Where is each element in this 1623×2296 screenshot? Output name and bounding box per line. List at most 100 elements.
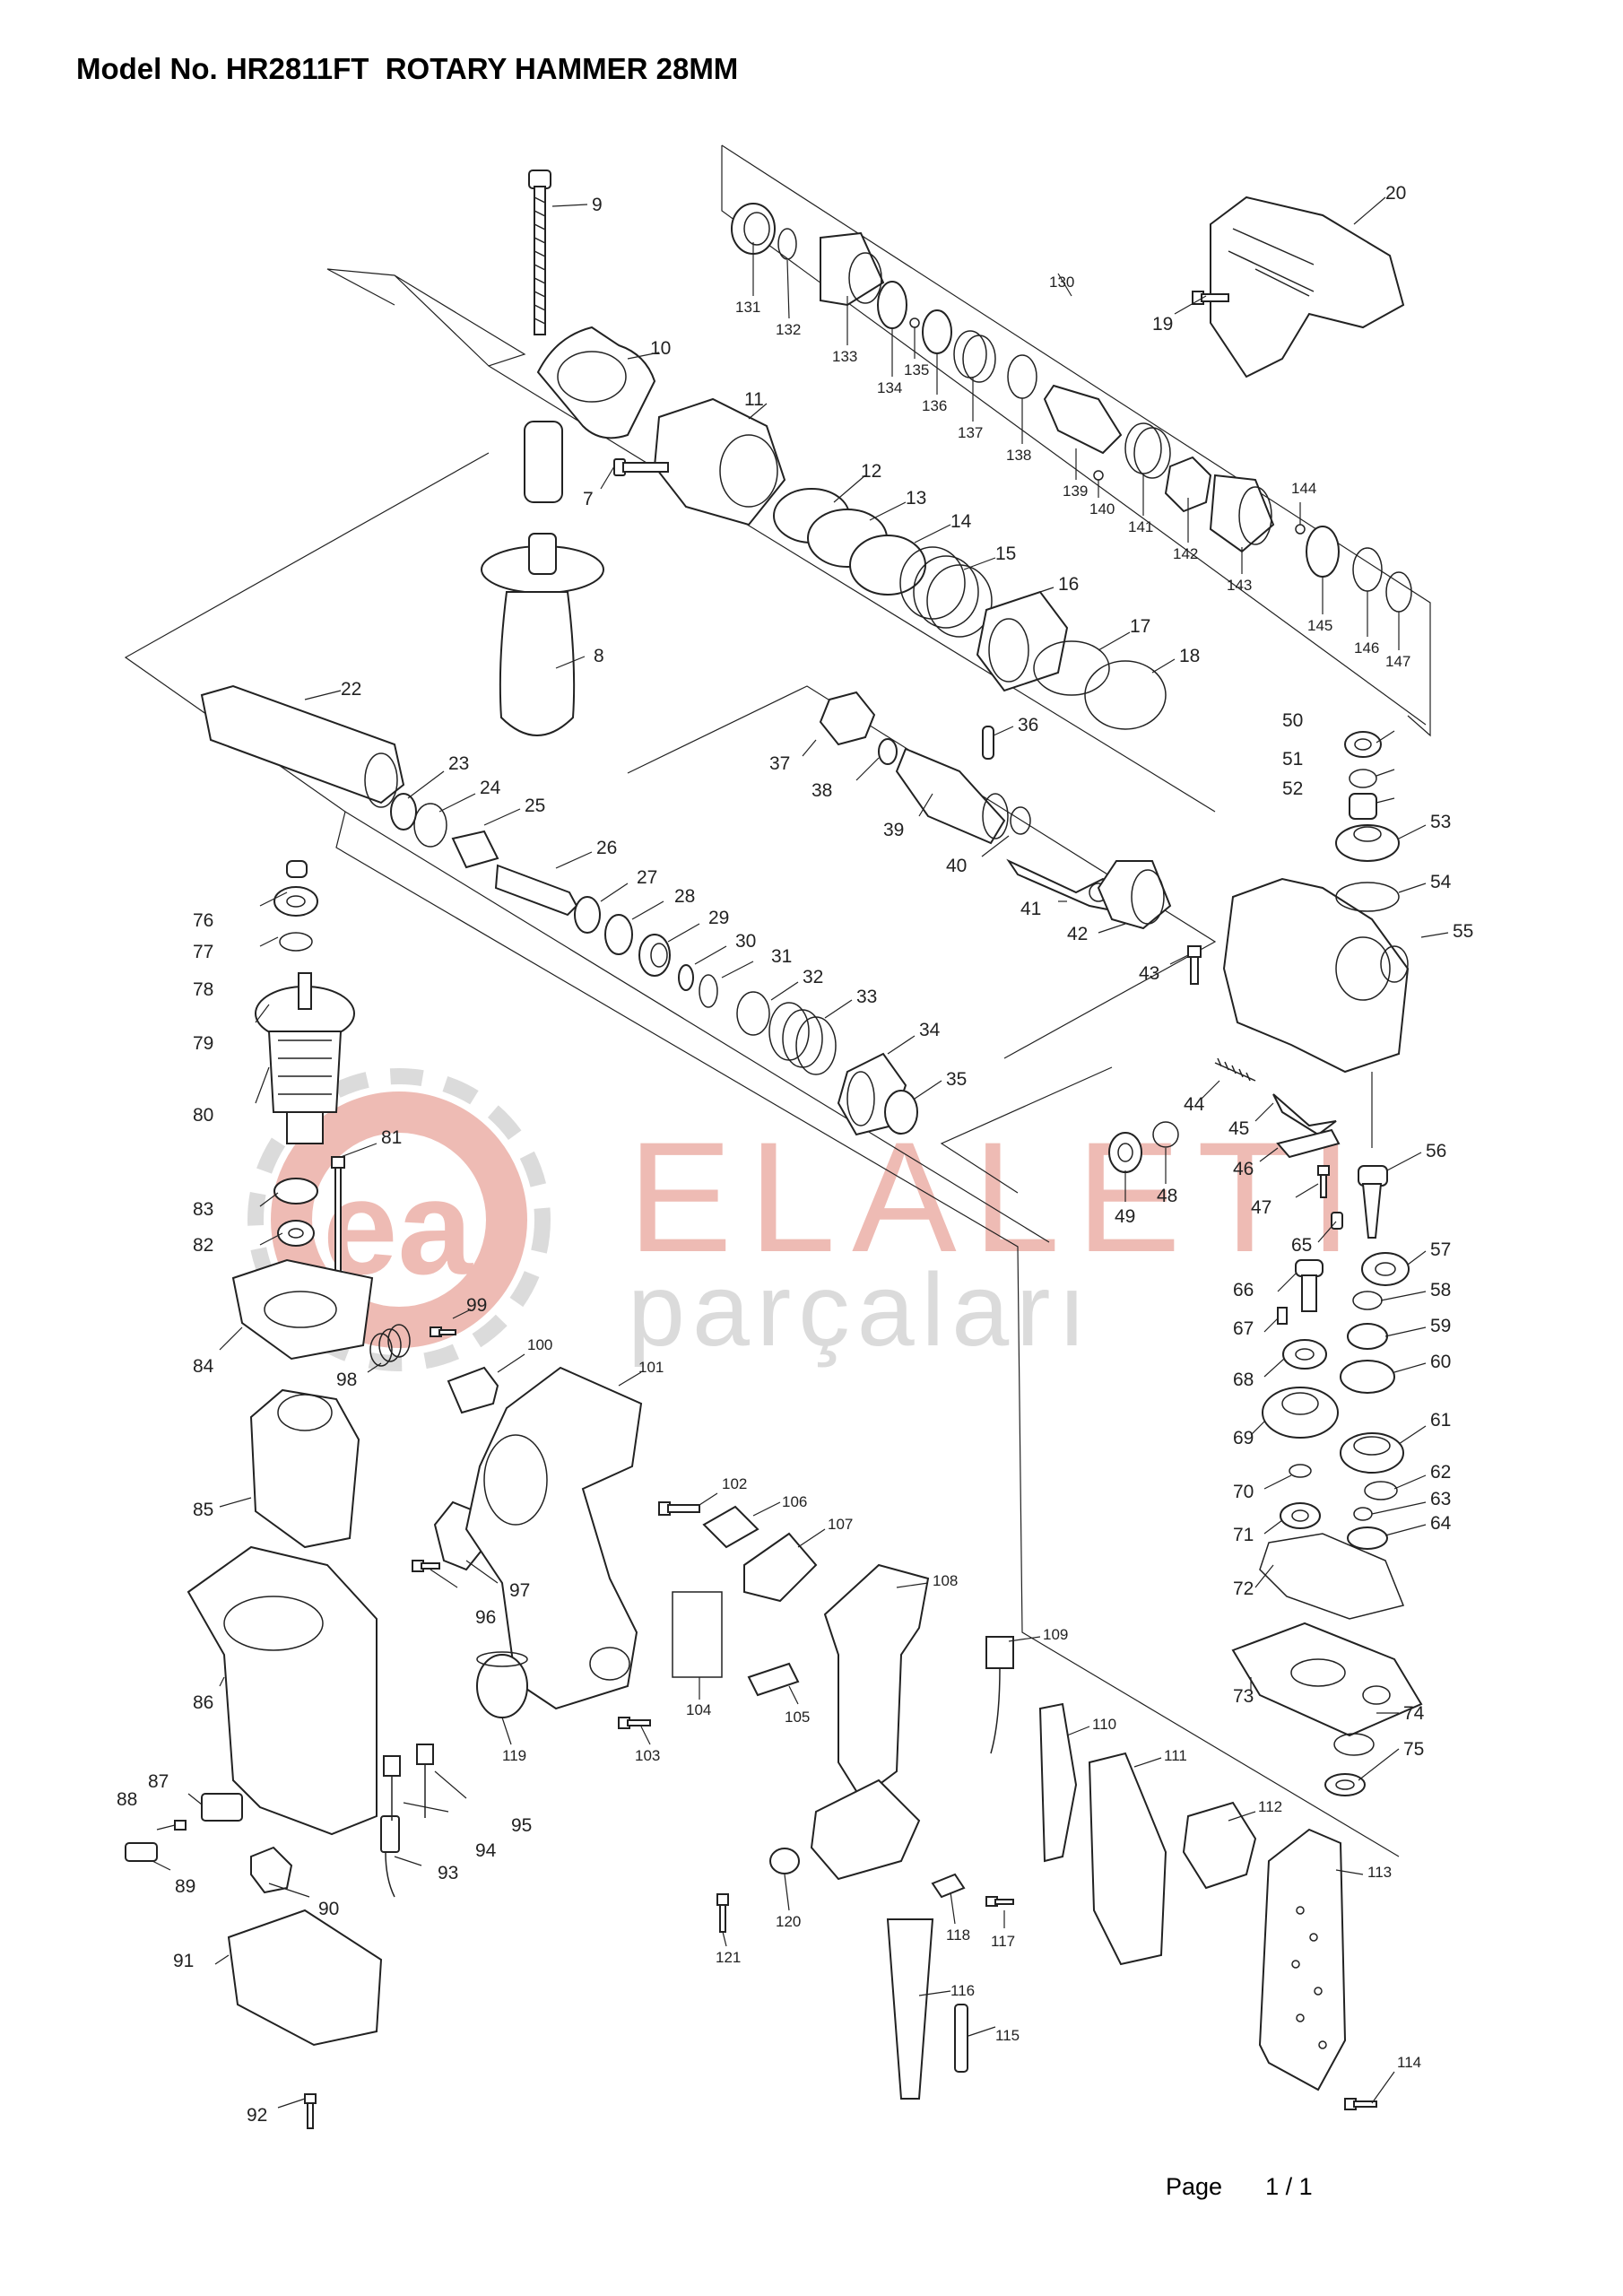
label-38: 38 bbox=[812, 780, 832, 801]
part-89-carbon-brush-icon bbox=[125, 1842, 158, 1862]
leader-lines bbox=[152, 196, 1449, 2109]
label-141: 141 bbox=[1128, 518, 1153, 535]
part-142-plate-icon bbox=[1164, 456, 1212, 513]
part-40-oring-icon bbox=[1010, 806, 1031, 835]
part-48-ring-icon bbox=[1152, 1121, 1179, 1148]
label-51: 51 bbox=[1282, 749, 1303, 770]
part-137-spring-icon bbox=[953, 330, 996, 383]
part-94-wire-icon bbox=[383, 1755, 401, 1821]
label-76: 76 bbox=[193, 910, 213, 931]
watermark: ea ELALETI parçaları bbox=[247, 1068, 1368, 1371]
label-9: 9 bbox=[592, 195, 603, 215]
part-102-screw-icon bbox=[658, 1501, 700, 1516]
part-55-crank-housing-icon bbox=[1222, 877, 1410, 1074]
part-35-ring-icon bbox=[884, 1090, 918, 1135]
label-110: 110 bbox=[1092, 1716, 1116, 1733]
label-100: 100 bbox=[527, 1336, 552, 1353]
label-37: 37 bbox=[769, 753, 790, 774]
part-138-ring-icon bbox=[1007, 354, 1037, 399]
label-108: 108 bbox=[933, 1572, 958, 1589]
label-45: 45 bbox=[1228, 1118, 1249, 1139]
label-115: 115 bbox=[995, 2027, 1020, 2044]
label-111: 111 bbox=[1164, 1747, 1187, 1764]
label-89: 89 bbox=[175, 1876, 195, 1897]
part-68-bearing-icon bbox=[1282, 1339, 1327, 1370]
label-59: 59 bbox=[1430, 1316, 1451, 1336]
label-69: 69 bbox=[1233, 1428, 1254, 1448]
part-67-key-icon bbox=[1277, 1307, 1288, 1325]
part-112-switch-icon bbox=[1182, 1801, 1257, 1890]
label-48: 48 bbox=[1157, 1186, 1177, 1206]
tool-holder-outline bbox=[488, 365, 1216, 813]
label-138: 138 bbox=[1006, 447, 1031, 464]
part-49-knob-icon bbox=[1108, 1132, 1142, 1173]
part-36-pin-icon bbox=[982, 726, 994, 760]
part-135-ball-icon bbox=[909, 317, 920, 328]
label-23: 23 bbox=[448, 753, 469, 774]
label-78: 78 bbox=[193, 979, 213, 1000]
label-139: 139 bbox=[1063, 483, 1088, 500]
part-104-label-icon bbox=[672, 1591, 723, 1678]
label-98: 98 bbox=[336, 1370, 357, 1390]
label-136: 136 bbox=[922, 397, 947, 414]
part-11-barrel-icon bbox=[653, 397, 786, 526]
part-140-ball-icon bbox=[1093, 470, 1104, 481]
label-146: 146 bbox=[1354, 639, 1379, 657]
watermark-brand-bottom: parçaları bbox=[628, 1253, 1093, 1368]
part-75-seal-icon bbox=[1324, 1773, 1366, 1796]
part-51-ring-icon bbox=[1349, 769, 1377, 788]
label-82: 82 bbox=[193, 1235, 213, 1256]
barrel-group-outline bbox=[326, 268, 526, 367]
part-56-spindle-icon bbox=[1358, 1165, 1388, 1239]
part-33-spring-icon bbox=[768, 1002, 837, 1075]
label-71: 71 bbox=[1233, 1525, 1254, 1545]
label-118: 118 bbox=[946, 1926, 970, 1944]
label-52: 52 bbox=[1282, 778, 1303, 799]
label-73: 73 bbox=[1233, 1686, 1254, 1707]
watermark-brand-top: ELALETI bbox=[628, 1110, 1368, 1285]
part-145-ring-icon bbox=[1306, 526, 1340, 578]
kit-130-outline bbox=[721, 144, 1431, 737]
page-number: 1 / 1 bbox=[1265, 2173, 1313, 2200]
part-114-screw-icon bbox=[1344, 2098, 1377, 2110]
label-13: 13 bbox=[906, 488, 926, 509]
part-25-sleeve-icon bbox=[451, 830, 499, 869]
part-60-cam-icon bbox=[1340, 1360, 1395, 1394]
part-29-bushing-icon bbox=[638, 934, 671, 977]
label-84: 84 bbox=[193, 1356, 214, 1377]
label-121: 121 bbox=[716, 1949, 741, 1966]
parts-drawings bbox=[125, 170, 1423, 2129]
part-23-ring-icon bbox=[390, 793, 417, 831]
page-label: Page bbox=[1166, 2173, 1223, 2200]
part-71-bearing-icon bbox=[1280, 1502, 1321, 1529]
part-118-clamp-icon bbox=[931, 1873, 966, 1899]
label-120: 120 bbox=[776, 1913, 801, 1930]
label-18: 18 bbox=[1179, 646, 1200, 666]
label-15: 15 bbox=[995, 544, 1016, 564]
label-74: 74 bbox=[1403, 1703, 1425, 1724]
label-36: 36 bbox=[1018, 715, 1038, 735]
part-69-gear-icon bbox=[1262, 1387, 1339, 1439]
label-133: 133 bbox=[832, 348, 857, 365]
part-133-sleeve-icon bbox=[820, 231, 885, 307]
label-40: 40 bbox=[946, 856, 967, 876]
part-91-rear-cover-icon bbox=[227, 1909, 383, 2047]
label-24: 24 bbox=[480, 778, 501, 798]
label-43: 43 bbox=[1139, 963, 1159, 984]
label-95: 95 bbox=[511, 1815, 532, 1836]
label-106: 106 bbox=[782, 1493, 807, 1510]
part-26-pin-icon bbox=[494, 864, 578, 917]
part-66-spindle-icon bbox=[1295, 1259, 1324, 1312]
part-18-ring-icon bbox=[1084, 660, 1167, 730]
label-77: 77 bbox=[193, 942, 213, 962]
part-98-spring-icon bbox=[369, 1324, 411, 1367]
label-96: 96 bbox=[475, 1607, 496, 1628]
part-39-piston-icon bbox=[895, 747, 1009, 845]
part-31-ring-icon bbox=[699, 974, 718, 1008]
part-132-ring-icon bbox=[777, 228, 797, 260]
part-10-grip-band-icon bbox=[524, 326, 656, 503]
part-45-lever-icon bbox=[1272, 1093, 1337, 1136]
label-104: 104 bbox=[686, 1701, 711, 1718]
part-88-screw-icon bbox=[174, 1820, 187, 1831]
